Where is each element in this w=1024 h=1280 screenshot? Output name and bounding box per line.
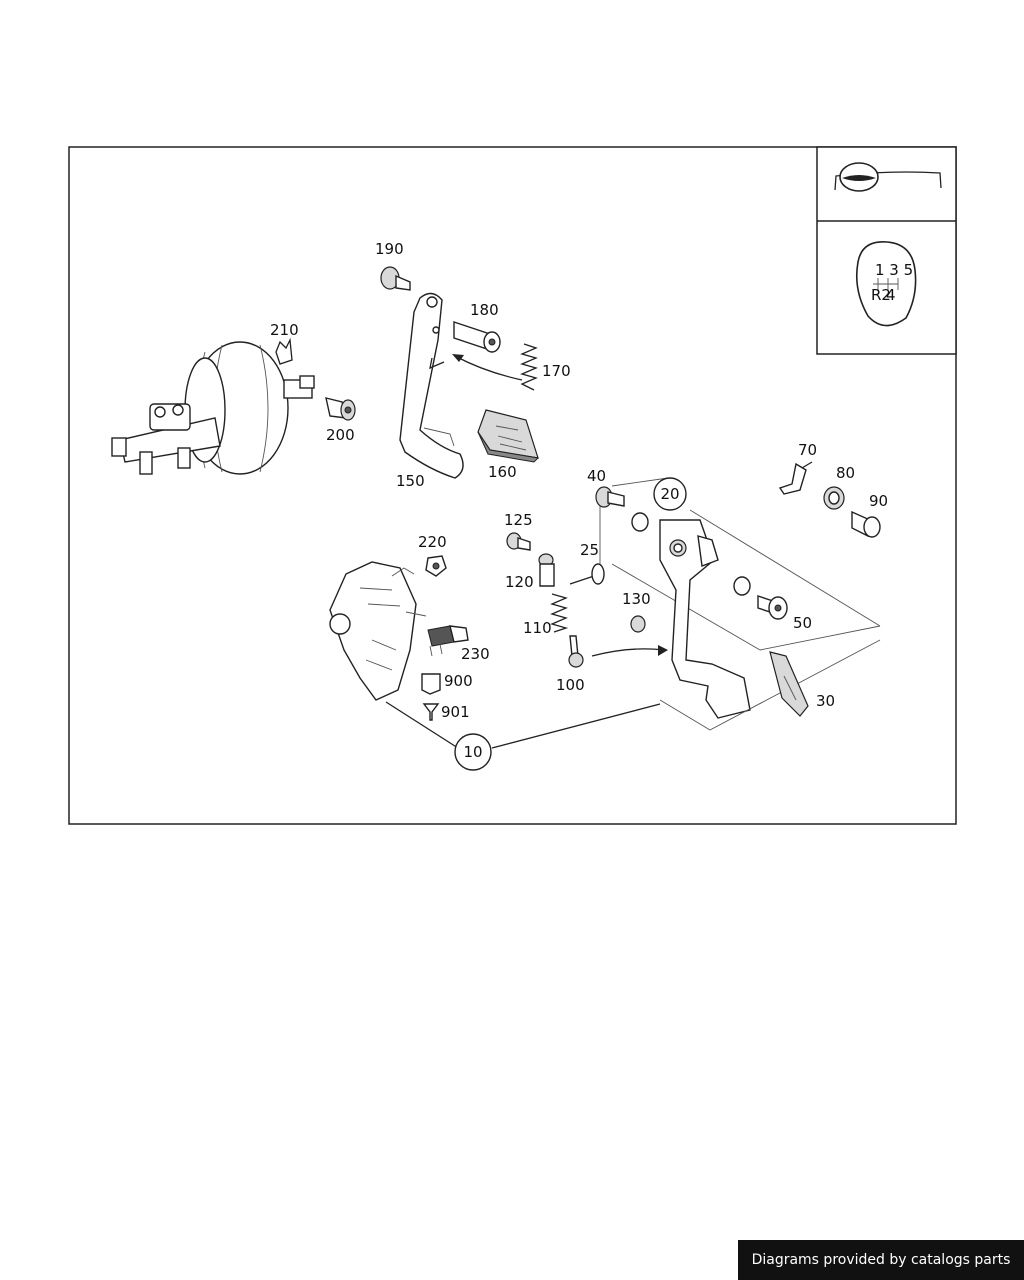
label-40: 40 xyxy=(587,467,606,485)
clip-210 xyxy=(275,337,293,365)
label-160: 160 xyxy=(488,463,517,481)
bushing-80 xyxy=(823,486,845,510)
bracket-70 xyxy=(778,461,813,495)
pin-180 xyxy=(453,321,501,353)
bolt-190 xyxy=(380,266,411,291)
label-125: 125 xyxy=(504,511,533,529)
sleeve-120 xyxy=(538,553,555,587)
label-210: 210 xyxy=(270,321,299,339)
label-70: 70 xyxy=(798,441,817,459)
bolt-40 xyxy=(595,486,625,508)
pin-90 xyxy=(851,510,881,538)
label-30: 30 xyxy=(816,692,835,710)
gear-pattern-bottom-right: 4 xyxy=(886,286,896,304)
label-180: 180 xyxy=(470,301,499,319)
label-190: 190 xyxy=(375,240,404,258)
label-220: 220 xyxy=(418,533,447,551)
master-cylinder xyxy=(111,403,221,475)
socket-900 xyxy=(421,673,441,695)
label-200: 200 xyxy=(326,426,355,444)
spring-170 xyxy=(520,343,538,391)
bolt-125 xyxy=(506,532,531,551)
label-120: 120 xyxy=(505,573,534,591)
arrow-head-icon xyxy=(452,354,464,362)
label-900: 900 xyxy=(444,672,473,690)
shift-knob-top-view-icon xyxy=(834,162,942,192)
callout-20-text: 20 xyxy=(660,485,679,503)
label-150: 150 xyxy=(396,472,425,490)
cap-130 xyxy=(630,615,646,633)
diagram-frame xyxy=(68,146,957,825)
label-50: 50 xyxy=(793,614,812,632)
switch-230 xyxy=(427,625,469,657)
label-901: 901 xyxy=(441,703,470,721)
label-170: 170 xyxy=(542,362,571,380)
label-130: 130 xyxy=(622,590,651,608)
brake-pedal-150 xyxy=(399,292,464,479)
clutch-pedal-assembly-20 xyxy=(599,477,881,731)
plug-901 xyxy=(422,703,440,721)
bolt-50 xyxy=(757,595,788,620)
check-valve-200 xyxy=(325,397,356,421)
callout-10-text: 10 xyxy=(463,743,482,761)
label-25: 25 xyxy=(580,541,599,559)
callout-10: 10 xyxy=(454,733,492,771)
rod-100 xyxy=(568,635,584,668)
label-110: 110 xyxy=(523,619,552,637)
inset-panel: 1 3 5 R2 4 xyxy=(816,146,957,355)
label-80: 80 xyxy=(836,464,855,482)
arrow-rod-to-pedal xyxy=(591,648,665,657)
brake-booster xyxy=(111,341,315,475)
callout-20: 20 xyxy=(653,477,687,511)
pedal-pad-160 xyxy=(477,409,540,463)
gear-pattern-bottom-left: R2 xyxy=(871,286,891,304)
spring-110 xyxy=(550,593,569,633)
credit-banner: Diagrams provided by catalogs parts xyxy=(738,1240,1024,1280)
pedal-pad-30 xyxy=(769,651,809,717)
assembly-leader-lines xyxy=(385,701,661,749)
pedal-housing-10 xyxy=(329,561,427,701)
arrow-head-icon xyxy=(658,645,668,656)
arrow-spring-to-pedal xyxy=(454,355,523,381)
label-100: 100 xyxy=(556,676,585,694)
gear-pattern-top: 1 3 5 xyxy=(875,261,913,279)
gear-knob-icon: 1 3 5 R2 4 xyxy=(855,241,917,327)
nut-220 xyxy=(425,555,447,577)
label-90: 90 xyxy=(869,492,888,510)
label-230: 230 xyxy=(461,645,490,663)
pin-25 xyxy=(569,563,605,585)
